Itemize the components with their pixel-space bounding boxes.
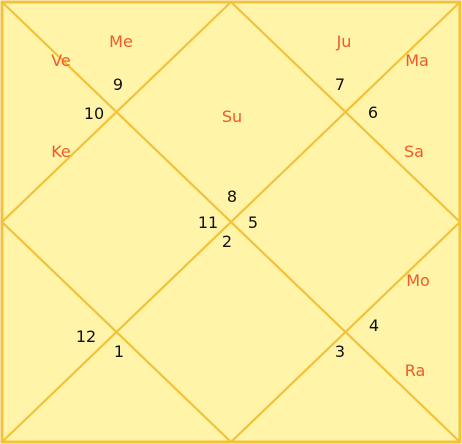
house-number-12: 12 — [76, 327, 96, 346]
planet-sa: Sa — [404, 142, 424, 161]
planet-mo: Mo — [406, 271, 430, 290]
house-number-10: 10 — [84, 104, 104, 123]
house-number-2: 2 — [222, 232, 232, 251]
house-number-5: 5 — [248, 213, 258, 232]
house-number-8: 8 — [227, 187, 237, 206]
planet-labels: Su Me Ve Ke Ju Ma Sa Mo Ra — [51, 32, 430, 380]
house-numbers: 8 11 5 2 9 10 7 6 12 1 4 3 — [76, 75, 379, 361]
house-number-11: 11 — [198, 213, 218, 232]
planet-ve: Ve — [51, 51, 71, 70]
house-number-4: 4 — [369, 316, 379, 335]
house-number-7: 7 — [335, 75, 345, 94]
house-number-9: 9 — [113, 75, 123, 94]
planet-ma: Ma — [405, 51, 429, 70]
house-number-3: 3 — [335, 342, 345, 361]
house-number-6: 6 — [368, 103, 378, 122]
planet-su: Su — [222, 107, 242, 126]
planet-ke: Ke — [51, 142, 71, 161]
planet-ra: Ra — [405, 361, 426, 380]
planet-ju: Ju — [336, 32, 352, 51]
planet-me: Me — [109, 32, 133, 51]
house-number-1: 1 — [114, 342, 124, 361]
